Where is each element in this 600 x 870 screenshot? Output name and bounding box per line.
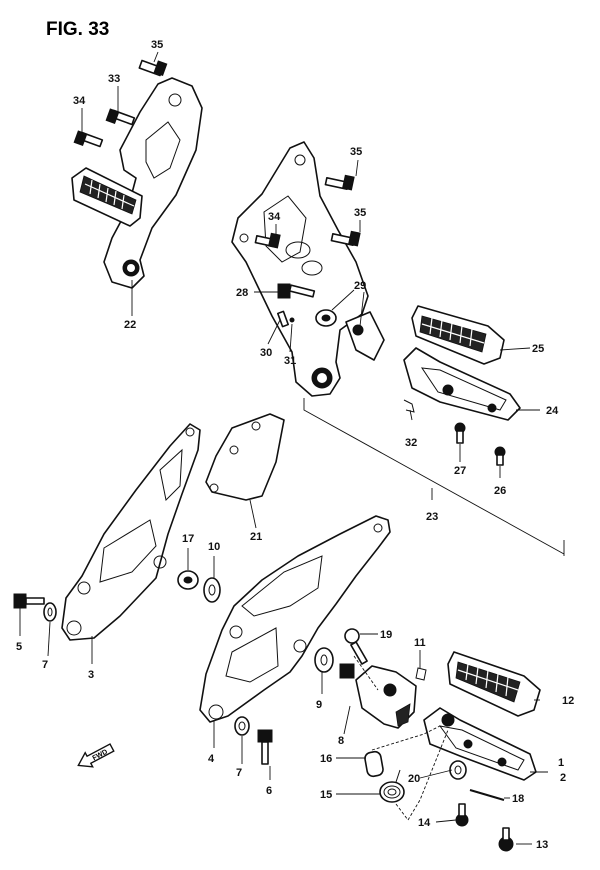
bolt-35-upper-left: [138, 59, 168, 77]
pin-18: [469, 789, 505, 801]
washer-7-lower: [234, 716, 250, 736]
part-23-bracket-assembly: [231, 141, 385, 397]
bolt-35-middle-top: [324, 174, 355, 191]
callout-21: 21: [250, 531, 262, 543]
callout-19: 19: [380, 629, 392, 641]
callout-13: 13: [536, 839, 548, 851]
callout-2: 2: [560, 772, 566, 784]
part-1-2-front-footpeg: [423, 707, 537, 781]
bolt-35-middle-lower: [330, 230, 361, 247]
callout-5: 5: [16, 641, 22, 653]
bolt-14: [455, 803, 469, 827]
callout-26: 26: [494, 485, 506, 497]
callout-9: 9: [316, 699, 322, 711]
washer-10: [203, 577, 221, 603]
callout-11: 11: [414, 637, 426, 649]
callout-30: 30: [260, 347, 272, 359]
bolt-27: [454, 422, 466, 444]
callout-35: 35: [151, 39, 163, 51]
bolt-28: [277, 283, 316, 299]
callout-8: 8: [338, 735, 344, 747]
forward-arrow-icon: FWD: [77, 743, 115, 768]
callout-1: 1: [558, 757, 564, 769]
part-8-footpeg-holder: [339, 663, 417, 729]
callout-7: 7: [236, 767, 242, 779]
callout-18: 18: [512, 793, 524, 805]
callout-24: 24: [546, 405, 559, 417]
callout-4: 4: [208, 753, 215, 765]
callout-labels: 35 33 34 22 35 34 35 28 29 30 31 25 24 3…: [16, 39, 574, 851]
callout-35: 35: [350, 146, 362, 158]
pin-16: [364, 750, 384, 778]
part-3-left-bracket: [61, 423, 201, 641]
callout-25: 25: [532, 343, 544, 355]
callout-6: 6: [266, 785, 272, 797]
washer-9: [314, 647, 334, 673]
callout-34: 34: [73, 95, 86, 107]
callout-17: 17: [182, 533, 194, 545]
callout-16: 16: [320, 753, 332, 765]
callout-14: 14: [418, 817, 431, 829]
pin-30: [276, 310, 290, 328]
clip-11: [415, 667, 427, 681]
spring-15: [379, 769, 405, 803]
callout-12: 12: [562, 695, 574, 707]
bolt-13: [498, 827, 514, 852]
part-4-right-bracket: [199, 515, 391, 723]
callout-28: 28: [236, 287, 248, 299]
callout-34: 34: [268, 211, 281, 223]
bolt-34-upper-left: [73, 130, 104, 148]
part-22-rear-bracket: [71, 77, 203, 289]
bolt-5: [13, 593, 45, 609]
fwd-label: FWD: [92, 749, 109, 763]
callout-15: 15: [320, 789, 332, 801]
washer-20: [449, 760, 467, 780]
callout-29: 29: [354, 280, 366, 292]
washer-7-left: [43, 602, 57, 622]
callout-33: 33: [108, 73, 120, 85]
leader-lines: [19, 51, 565, 845]
part-24-rear-footpeg: [403, 347, 521, 421]
bolt-6: [257, 729, 273, 765]
callout-27: 27: [454, 465, 466, 477]
pin-19: [344, 628, 368, 665]
callout-23: 23: [426, 511, 438, 523]
bolt-33: [105, 108, 136, 126]
part-25-rear-footpeg-rubber: [411, 305, 505, 365]
figure-title: FIG. 33: [46, 19, 109, 40]
nut-17: [177, 570, 199, 590]
callout-31: 31: [284, 355, 296, 367]
clip-32: [403, 399, 415, 413]
callout-22: 22: [124, 319, 136, 331]
bolt-34-middle: [254, 232, 281, 249]
callout-3: 3: [88, 669, 94, 681]
callout-35: 35: [354, 207, 366, 219]
callout-20: 20: [408, 773, 420, 785]
ball-31: [289, 317, 295, 323]
callout-32: 32: [405, 437, 417, 449]
part-12-front-footpeg-rubber: [447, 651, 541, 717]
callout-7: 7: [42, 659, 48, 671]
bolt-26: [494, 446, 506, 466]
part-21-heel-plate: [205, 413, 285, 501]
callout-10: 10: [208, 541, 220, 553]
